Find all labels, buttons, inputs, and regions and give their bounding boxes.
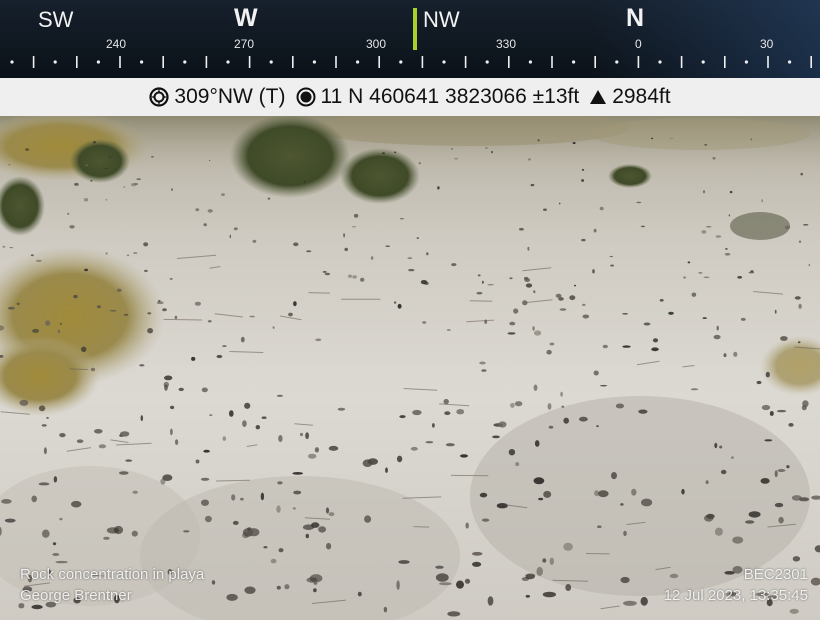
compass-rose-icon [149, 87, 170, 107]
compass-label-nw: NW [423, 7, 460, 32]
compass-degree-330: 330 [496, 37, 517, 51]
gps-info-bar: 309°NW (T) 11 N 460641 3823066 ±13ft 298… [0, 78, 820, 116]
compass-label-sw: SW [38, 7, 74, 32]
compass-degree-270: 270 [234, 37, 255, 51]
compass-degree-240: 240 [106, 37, 127, 51]
target-icon [296, 87, 315, 107]
heading-marker [413, 8, 417, 50]
compass-label-n: N [626, 4, 645, 32]
compass-degree-30: 30 [760, 37, 774, 51]
compass-degree-0: 0 [635, 37, 642, 51]
triangle-up-icon [590, 90, 607, 104]
compass-strip: SW W NW N 240 270 300 330 0 30 [0, 0, 820, 78]
heading-readout: 309°NW (T) [174, 85, 286, 108]
field-photo: Rock concentration in playa George Brent… [0, 116, 820, 620]
compass-tick-scale [10, 56, 813, 68]
photo-caption-author: George Brentner [20, 587, 132, 604]
photo-caption-timestamp: 12 Jul 2023, 13:35:45 [663, 587, 808, 604]
compass-degree-300: 300 [366, 37, 387, 51]
desert-playa-image [0, 116, 820, 620]
photo-caption-id: BEC2301 [743, 566, 808, 583]
position-readout: 11 N 460641 3823066 ±13ft [320, 85, 580, 108]
elevation-readout: 2984ft [612, 85, 671, 108]
photo-caption-title: Rock concentration in playa [20, 566, 205, 583]
compass-label-w: W [234, 4, 258, 32]
